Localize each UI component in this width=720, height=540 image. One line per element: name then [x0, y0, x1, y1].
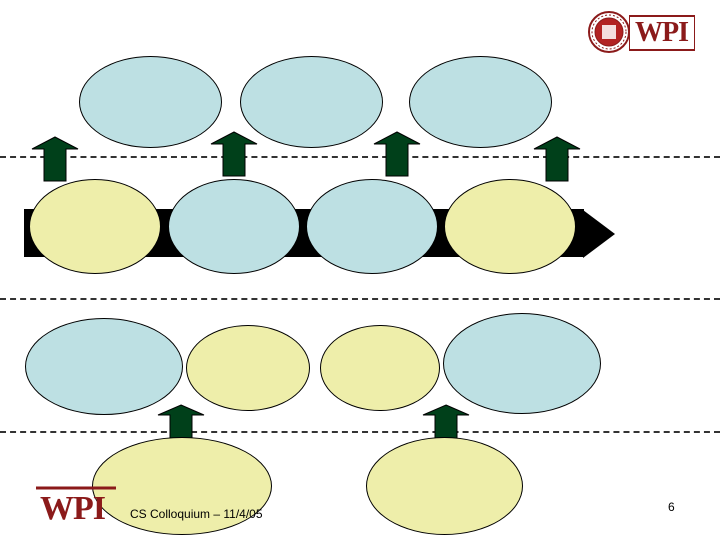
dashed-divider-1	[0, 156, 720, 158]
top-ellipse-3	[409, 56, 552, 148]
timeline-arrow-head	[583, 210, 615, 258]
row3-ellipse-1	[25, 318, 183, 415]
dashed-divider-2	[0, 298, 720, 300]
top-ellipse-1	[79, 56, 222, 148]
timeline-ellipse-3	[306, 179, 438, 274]
timeline-ellipse-1	[29, 179, 161, 274]
wpi-seal-icon	[588, 11, 630, 53]
dashed-divider-3	[0, 431, 720, 433]
row3-ellipse-4	[443, 313, 601, 414]
bottom-ellipse-2	[366, 437, 523, 535]
top-ellipse-2	[240, 56, 383, 148]
timeline-ellipse-2	[168, 179, 300, 274]
up-arrow-2	[210, 131, 258, 177]
bottom-wordmark: WPI	[40, 490, 106, 527]
up-arrow-3	[373, 131, 421, 177]
up-arrow-4	[533, 136, 581, 182]
top-logo: WPI	[587, 10, 697, 54]
timeline-ellipse-4	[444, 179, 576, 274]
row3-ellipse-2	[186, 325, 310, 411]
bottom-logo: WPI	[36, 486, 116, 530]
footer-course: CS Colloquium – 11/4/05	[130, 507, 263, 521]
up-arrow-1	[31, 136, 79, 182]
top-wordmark: WPI	[635, 17, 689, 48]
bottom-ellipse-1	[92, 437, 272, 535]
top-wordmark-box	[629, 15, 695, 51]
row3-ellipse-3	[320, 325, 440, 411]
page-number: 6	[668, 500, 675, 514]
